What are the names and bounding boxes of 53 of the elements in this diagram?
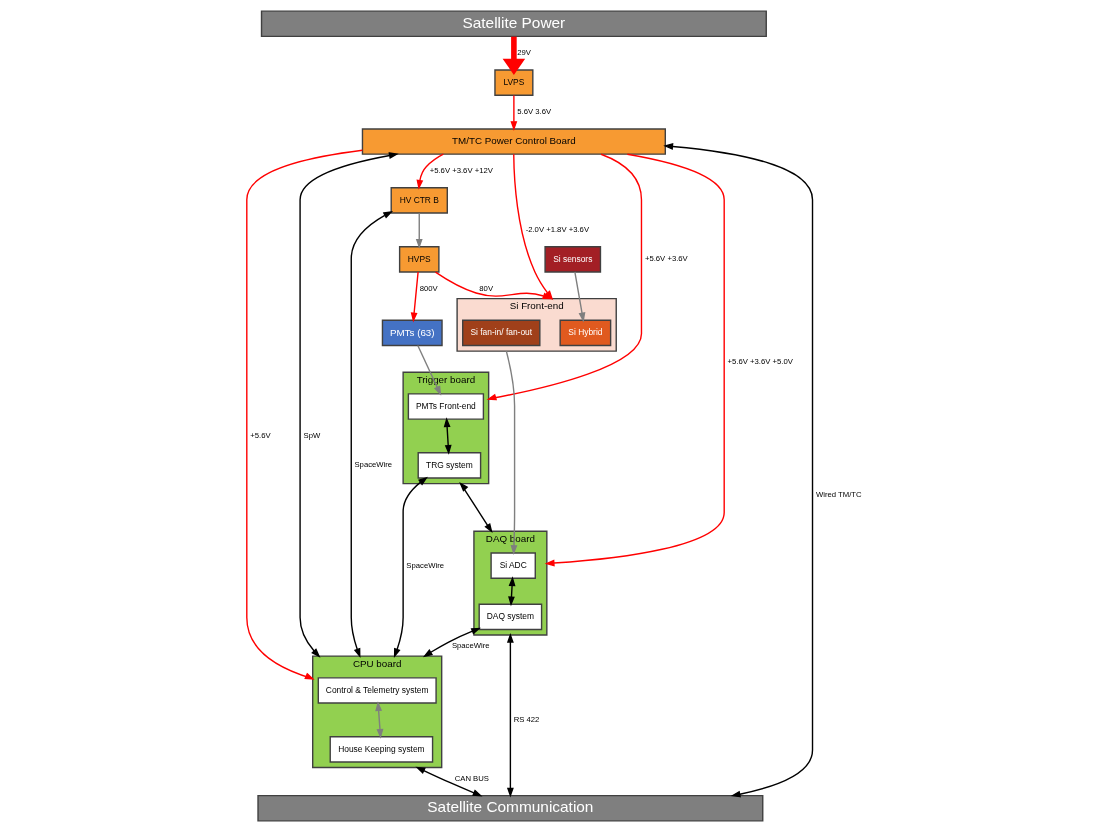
- node-box: Si sensors: [543, 246, 601, 273]
- arrow: [486, 153, 642, 401]
- edge-label: +5.6V: [249, 430, 271, 440]
- node-box: LVPS: [493, 69, 534, 96]
- node-box: HVPS: [398, 246, 440, 273]
- edge-label: +5.6V +3.6V +12V: [429, 165, 493, 175]
- arrow: [443, 417, 452, 455]
- arrow: [350, 210, 393, 659]
- node-box: Si Hybrid: [558, 319, 611, 347]
- arrow: [505, 350, 517, 555]
- arrow: [245, 149, 363, 680]
- node-box: Si fan-in/ fan-out: [461, 319, 541, 347]
- edge-label: 80V: [478, 283, 493, 293]
- edge-label: SpaceWire: [405, 560, 444, 570]
- node-box: HV CTR B: [390, 187, 448, 214]
- edge-label: +5.6V +3.6V: [644, 254, 688, 264]
- arrow: [415, 212, 423, 249]
- edge-label: SpaceWire: [353, 460, 392, 470]
- edge-label: 29V: [516, 48, 531, 58]
- edge-label: 5.6V 3.6V: [516, 107, 551, 117]
- arrow: [573, 271, 585, 323]
- arrow: [662, 143, 813, 798]
- node-box: TM/TC Power Control Board: [361, 128, 666, 155]
- edge-label: -2.0V +1.8V +3.6V: [525, 224, 589, 234]
- arrow: [458, 482, 493, 534]
- arrow: [422, 627, 481, 658]
- node-box: Satellite Communication: [256, 794, 763, 822]
- arrow: [416, 344, 441, 396]
- arrow: [393, 476, 428, 659]
- node-box: PMTs Front-end: [407, 393, 484, 420]
- arrow: [374, 701, 383, 739]
- arrow: [507, 576, 515, 607]
- node-box: House Keeping system: [329, 736, 433, 763]
- arrow: [415, 153, 444, 190]
- node-box: DAQ system: [478, 603, 542, 631]
- arrow: [298, 152, 399, 658]
- node-box: Control & Telemetry system: [317, 677, 437, 704]
- edge-label: RS 422: [513, 714, 539, 724]
- node-box: PMTs (63): [381, 319, 443, 347]
- node-box: TRG system: [417, 452, 481, 479]
- edge-label: +5.6V +3.6V +5.0V: [727, 357, 793, 367]
- edge-label: SpaceWire: [451, 641, 490, 651]
- edge-label: Wired TM/TC: [815, 489, 862, 499]
- edge-label: 800V: [419, 283, 438, 293]
- edge-label: CAN BUS: [454, 773, 489, 783]
- arrow: [509, 94, 517, 131]
- arrow: [506, 632, 514, 798]
- node-box: Satellite Power: [260, 10, 767, 38]
- node-box: Si ADC: [489, 552, 536, 579]
- arrow: [502, 36, 525, 75]
- arrow: [410, 271, 419, 323]
- arrow: [414, 766, 482, 797]
- edge-label: SpW: [303, 430, 320, 440]
